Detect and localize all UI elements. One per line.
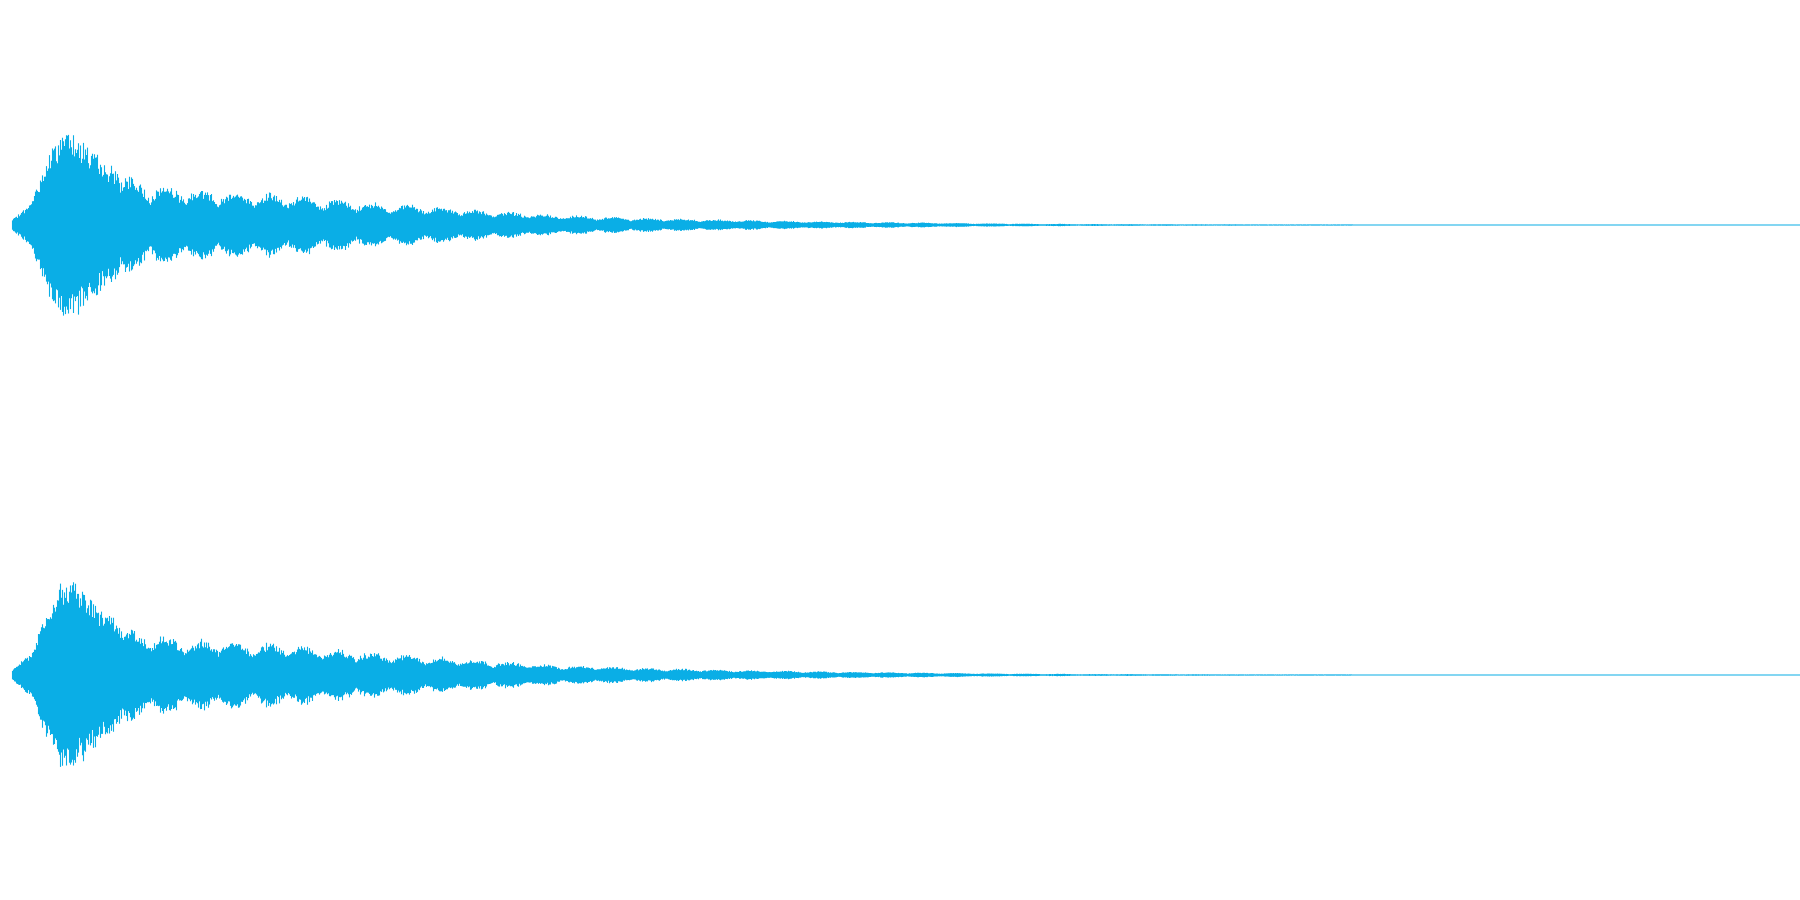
waveform-channel-2 bbox=[11, 582, 1800, 767]
waveform-channel-1 bbox=[11, 134, 1800, 316]
waveform-channels bbox=[11, 134, 1800, 767]
waveform-signal bbox=[11, 582, 1354, 767]
waveform-signal bbox=[11, 134, 1354, 316]
